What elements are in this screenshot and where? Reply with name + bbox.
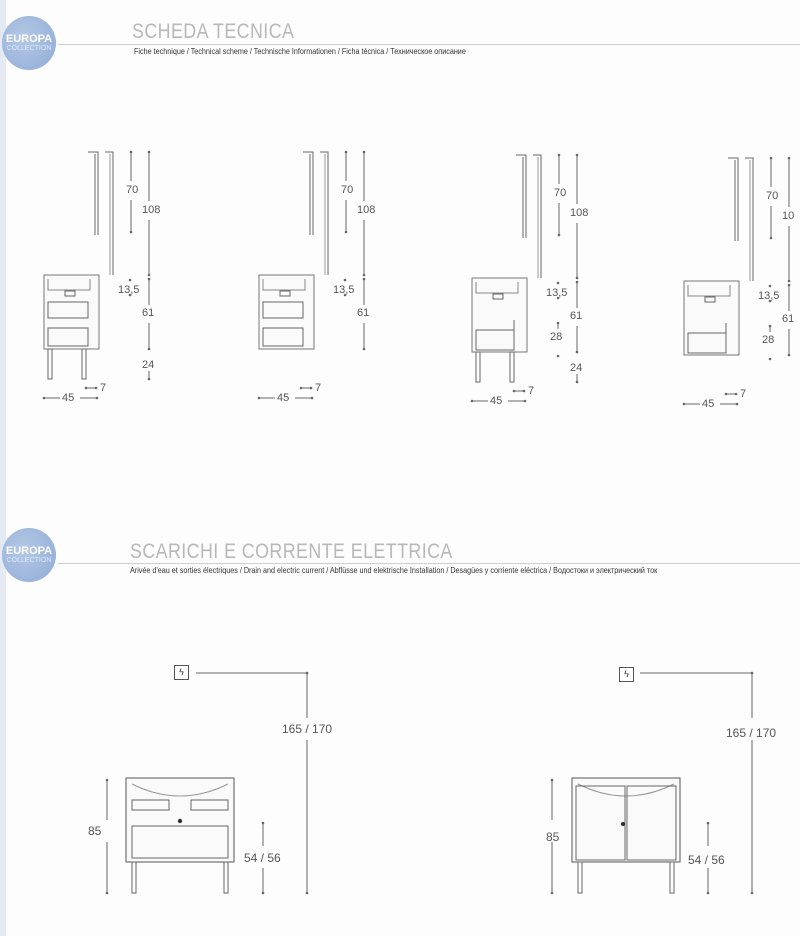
brand-sub: COLLECTION	[6, 45, 52, 52]
vanity-drawing	[42, 150, 151, 400]
dim-width: 45	[490, 395, 503, 407]
brand-sub: COLLECTION	[6, 557, 52, 564]
dim-cabinet: 61	[357, 307, 370, 319]
vanity-drawing	[682, 156, 791, 406]
section-subtitle: Fiche technique / Technical scheme / Tec…	[134, 47, 466, 56]
dim-cabinet-height: 85	[546, 830, 560, 844]
section-title-scarichi: SCARICHI E CORRENTE ELETTRICA	[130, 540, 453, 563]
vanity-drawing	[470, 153, 579, 403]
dim-socket-height: 165 / 170	[726, 726, 777, 740]
dim-total-height: 108	[142, 204, 161, 216]
dim-width: 45	[62, 392, 75, 404]
dim-width: 45	[702, 398, 715, 410]
dim-depth: 7	[740, 388, 747, 400]
dim-mirror-height: 70	[554, 187, 567, 199]
dim-depth: 7	[528, 385, 535, 397]
brand-name: EUROPA	[5, 545, 53, 557]
dim-cabinet: 61	[570, 310, 583, 322]
divider	[58, 44, 800, 45]
dim-socket-height: 165 / 170	[282, 722, 333, 736]
dim-mirror-height: 70	[126, 184, 139, 196]
vanity-drawing	[257, 150, 366, 400]
section-subtitle-2: Arivée d'eau et sorties électriques / Dr…	[130, 566, 658, 575]
dim-cabinet: 61	[142, 307, 155, 319]
dim-basin: 13,5	[758, 290, 780, 302]
dim-total-height: 10	[782, 210, 795, 222]
tech-panel-3: 70 108 13,5 28 61 24 7 45	[468, 148, 668, 428]
brand-name: EUROPA	[5, 33, 53, 45]
dim-basin: 13,5	[118, 284, 140, 296]
dim-mirror-height: 70	[341, 184, 354, 196]
dim-cabinet: 61	[782, 313, 795, 325]
dim-cabinet-height: 85	[88, 824, 102, 838]
dim-basin: 13,5	[333, 284, 355, 296]
tech-panel-1: 70 108 13,5 61 24 7 45	[40, 145, 240, 425]
dim-drawer: 28	[550, 331, 563, 343]
europa-collection-badge-2: EUROPA COLLECTION	[2, 528, 56, 582]
dim-drawer: 28	[762, 334, 775, 346]
dim-basin: 13,5	[546, 287, 568, 299]
section-title-scheda-tecnica: SCHEDA TECNICA	[132, 20, 295, 43]
dim-total-height: 108	[570, 207, 589, 219]
dim-depth: 7	[315, 382, 322, 394]
dim-drain-height: 54 / 56	[244, 851, 281, 865]
electric-socket-icon: ϟ	[174, 665, 189, 680]
dim-width: 45	[277, 392, 290, 404]
dim-legs: 24	[570, 362, 583, 374]
dim-legs: 24	[142, 359, 155, 371]
dim-total-height: 108	[357, 204, 376, 216]
tech-panel-2: 70 108 13,5 61 7 45	[255, 145, 455, 425]
dim-mirror-height: 70	[766, 190, 779, 202]
dim-drain-height: 54 / 56	[688, 853, 725, 867]
dim-depth: 7	[100, 382, 107, 394]
divider	[58, 563, 800, 564]
europa-collection-badge: EUROPA COLLECTION	[2, 16, 56, 70]
electric-socket-icon: ϟ	[619, 667, 634, 682]
tech-panel-4: 70 10 13,5 28 61 7 45	[680, 151, 800, 431]
page-edge	[0, 0, 6, 936]
